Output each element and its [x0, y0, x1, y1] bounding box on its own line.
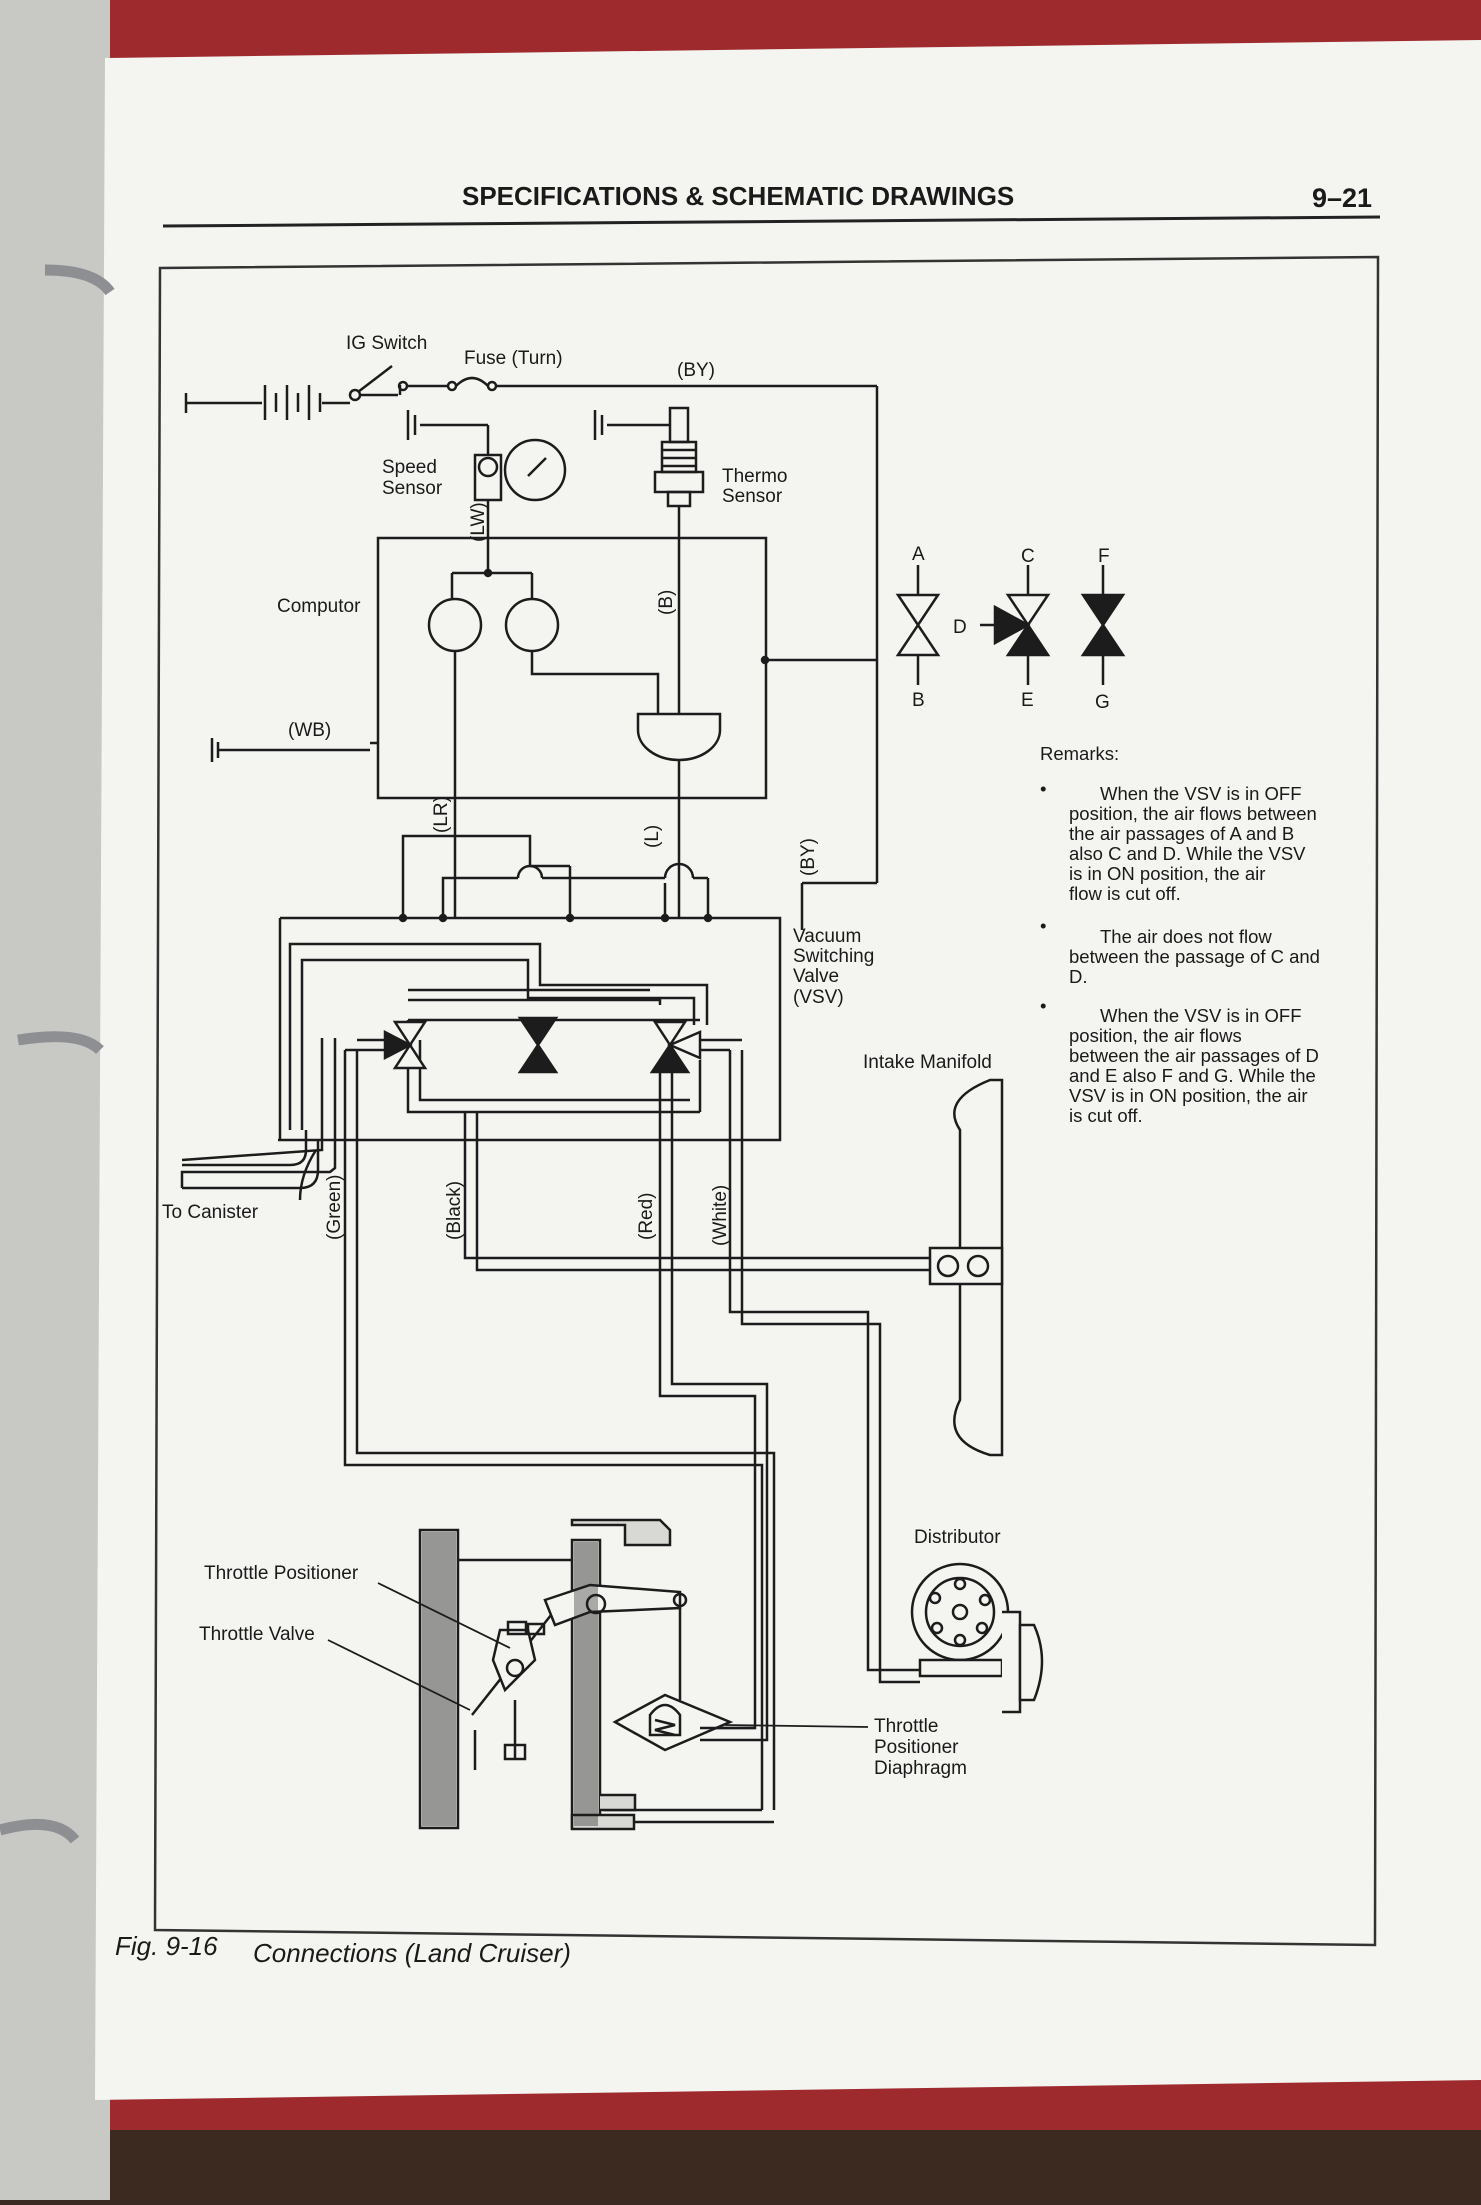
binder-ring-icon — [0, 264, 115, 1844]
svg-text:and E also F and G. While the: and E also F and G. While the — [1069, 1065, 1316, 1086]
remark-3: When the VSV is in OFF position, the air… — [1069, 1005, 1319, 1126]
svg-text:When the VSV is in OFF: When the VSV is in OFF — [1100, 783, 1302, 804]
hose-white-label: (White) — [710, 1185, 731, 1246]
page-number: 9–21 — [1312, 183, 1372, 213]
fuse-icon — [455, 376, 489, 387]
remark-1: When the VSV is in OFF position, the air… — [1069, 783, 1317, 904]
figure-number: Fig. 9-16 — [115, 1931, 218, 1961]
svg-text:D.: D. — [1069, 966, 1088, 987]
hose-red-label: (Red) — [636, 1192, 657, 1240]
tp-diaphragm-label-line3: Diaphragm — [874, 1758, 967, 1779]
tp-diaphragm-label-line1: Throttle — [874, 1716, 938, 1737]
header-rule — [162, 215, 1381, 228]
carb-hatching — [422, 1532, 598, 1826]
valve-label-g: G — [1095, 692, 1110, 713]
valve-right-icon — [649, 1020, 702, 1074]
thermo-sensor-label-line2: Sensor — [722, 486, 783, 507]
valve-label-f: F — [1098, 546, 1110, 567]
throttle-positioner-label: Throttle Positioner — [204, 1563, 359, 1584]
remark-2: The air does not flow between the passag… — [1069, 926, 1320, 987]
svg-text:position, the air flows betwee: position, the air flows between — [1069, 803, 1317, 824]
ig-switch-label: IG Switch — [346, 333, 427, 354]
throttle-valve-label: Throttle Valve — [199, 1624, 315, 1645]
svg-text:position, the air flows: position, the air flows — [1069, 1025, 1242, 1046]
valve-label-c: C — [1021, 546, 1035, 567]
valve-label-d: D — [953, 617, 967, 638]
intake-manifold-label: Intake Manifold — [863, 1052, 992, 1073]
wire-by-top-label: (BY) — [677, 360, 715, 381]
valve-middle-icon — [517, 1016, 559, 1074]
speed-sensor-label-line1: Speed — [382, 457, 437, 478]
vsv-valve-symbols — [383, 1016, 702, 1074]
speed-sensor-label-line2: Sensor — [382, 478, 443, 499]
computor-box — [376, 536, 768, 800]
svg-text:VSV is in ON position, the air: VSV is in ON position, the air — [1069, 1085, 1308, 1106]
to-canister-label: To Canister — [162, 1202, 259, 1223]
wire-wb-label: (WB) — [288, 720, 331, 741]
vsv-label-line2: Switching — [793, 946, 874, 967]
leader-lines — [327, 1582, 869, 1728]
svg-text:also C and D. While the VSV: also C and D. While the VSV — [1069, 843, 1306, 864]
computor-label: Computor — [277, 596, 361, 617]
svg-text:between the passage of C and: between the passage of C and — [1069, 946, 1320, 967]
vsv-label-line3: Valve — [793, 966, 839, 987]
remark-bullet-2: • — [1040, 915, 1046, 936]
remark-bullet-1: • — [1040, 778, 1046, 799]
svg-text:flow is cut off.: flow is cut off. — [1069, 883, 1181, 904]
wire-l-label: (L) — [642, 825, 663, 848]
thermo-sensor-label-line1: Thermo — [722, 466, 787, 487]
hose-black-label: (Black) — [444, 1181, 465, 1240]
valve-label-b: B — [912, 690, 925, 711]
battery-icon — [263, 385, 322, 420]
hose-green-label: (Green) — [324, 1175, 345, 1240]
wire-b-label: (B) — [656, 590, 677, 615]
wire-by-right-label: (BY) — [798, 838, 819, 876]
valve-legend — [895, 565, 1126, 685]
thermo-sensor-icon — [653, 406, 705, 508]
svg-text:is cut off.: is cut off. — [1069, 1105, 1143, 1126]
figure-caption: Connections (Land Cruiser) — [253, 1938, 571, 1968]
distributor-label: Distributor — [914, 1527, 1001, 1548]
fuse-label: Fuse (Turn) — [464, 348, 563, 369]
wire-lr-label: (LR) — [431, 796, 452, 833]
svg-text:When the VSV is in OFF: When the VSV is in OFF — [1100, 1005, 1302, 1026]
svg-text:between the air passages of D: between the air passages of D — [1069, 1045, 1319, 1066]
vsv-body — [278, 916, 782, 1142]
valve-label-e: E — [1021, 690, 1034, 711]
and-gate-icon — [636, 712, 722, 762]
page-title: SPECIFICATIONS & SCHEMATIC DRAWINGS — [462, 181, 1014, 211]
vsv-label-line4: (VSV) — [793, 987, 844, 1008]
ig-switch-lever-icon — [357, 365, 393, 393]
intake-manifold-icon — [928, 1078, 1004, 1457]
tp-diaphragm-label-line2: Positioner — [874, 1737, 959, 1758]
valve-label-a: A — [912, 544, 925, 565]
svg-text:The air does not flow: The air does not flow — [1100, 926, 1272, 947]
wiring-diagram — [180, 365, 879, 1201]
svg-text:is in ON position, the air: is in ON position, the air — [1069, 863, 1265, 884]
speedometer-icon — [503, 438, 567, 502]
distributor-icon — [910, 1562, 1044, 1714]
vsv-label-line1: Vacuum — [793, 926, 861, 947]
remarks-title: Remarks: — [1040, 743, 1119, 764]
svg-text:the air passages of A and B: the air passages of A and B — [1069, 823, 1294, 844]
valve-left-icon — [383, 1020, 428, 1070]
wire-lw-label: (LW) — [468, 502, 489, 542]
figure-frame — [153, 255, 1380, 1947]
remark-bullet-3: • — [1040, 995, 1046, 1016]
